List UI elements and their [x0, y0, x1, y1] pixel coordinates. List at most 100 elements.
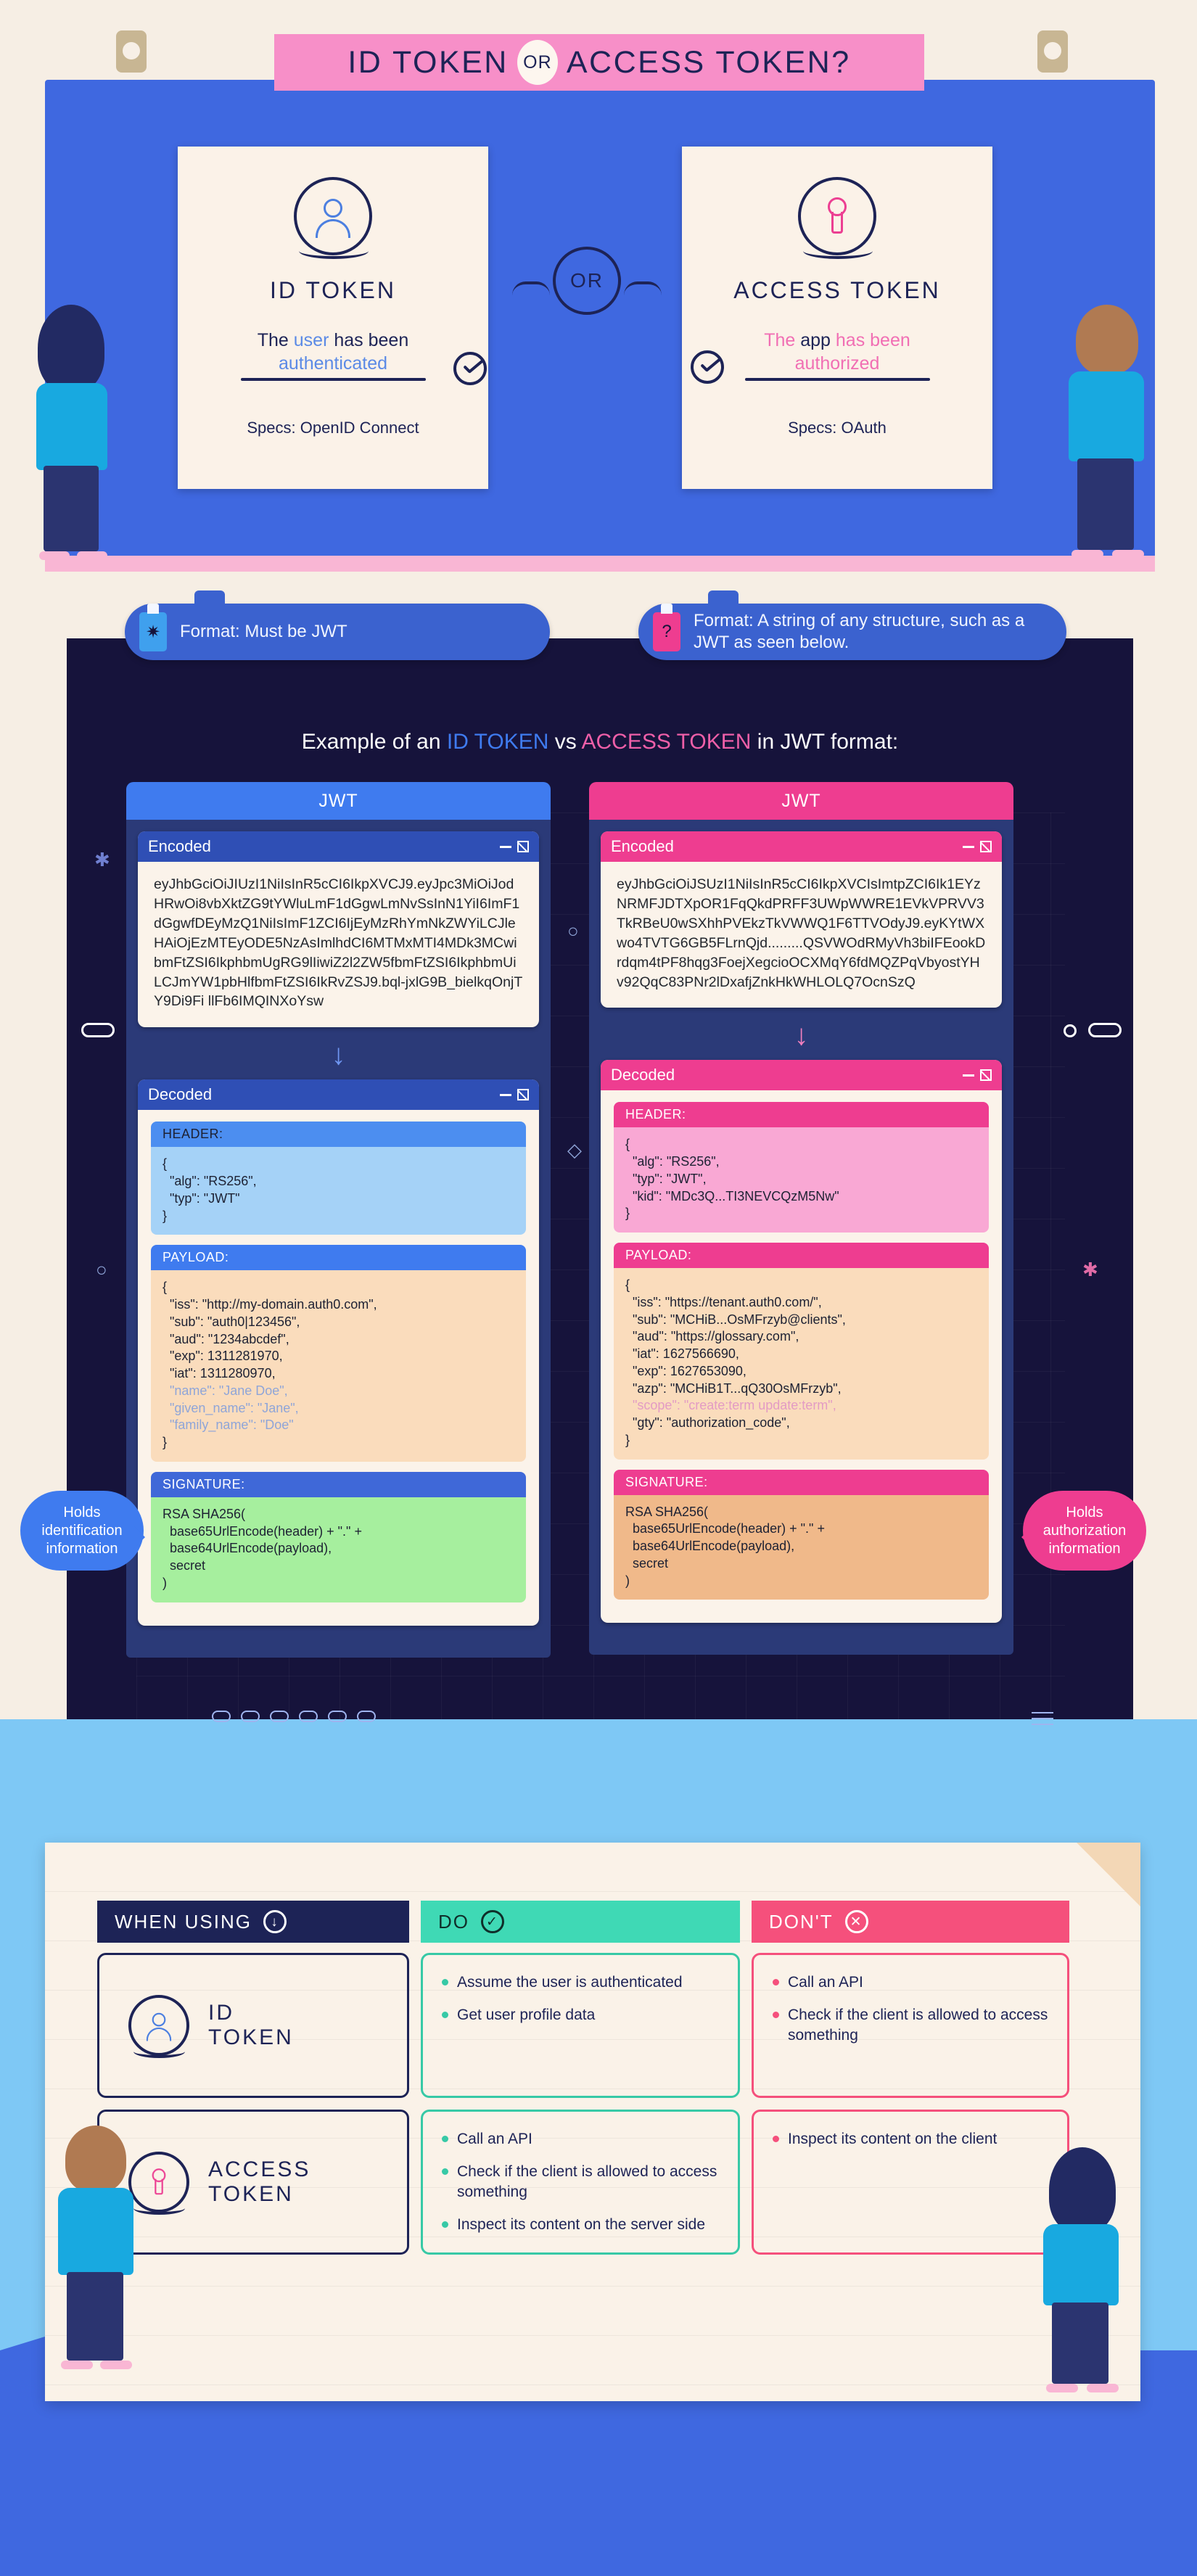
payload-body-right: { "iss": "https://tenant.auth0.com/", "s…	[614, 1268, 989, 1460]
signature-label-right: SIGNATURE:	[614, 1469, 989, 1495]
window-controls[interactable]	[500, 1089, 529, 1101]
id-token-specs: Specs: OpenID Connect	[247, 419, 419, 437]
page-title: ID TOKEN OR ACCESS TOKEN?	[347, 40, 850, 85]
when-using-label: WHEN USING	[115, 1910, 252, 1933]
id-claim-p4: authenticated	[278, 353, 388, 374]
payload-end-left: }	[163, 1435, 168, 1450]
usage-table-headers: WHEN USING ↓ DO ✓ DON'T ✕	[97, 1901, 1069, 1943]
illustration-person-bottom-right	[1030, 2147, 1146, 2392]
circle-deco-icon: ○	[96, 1259, 107, 1280]
or-arrow-left-icon	[512, 281, 550, 309]
decoded-window-titlebar-left: Decoded	[138, 1079, 539, 1111]
jwt-section-heading: Example of an ID TOKEN vs ACCESS TOKEN i…	[67, 730, 1133, 754]
payload-muted-right: "scope": "create:term update:term",	[633, 1398, 836, 1413]
row-dont-id: Call an API Check if the client is allow…	[752, 1953, 1069, 2098]
decoded-window-left: Decoded HEADER: { "alg": "RS256", "typ":…	[138, 1079, 539, 1626]
encoded-title-left: Encoded	[148, 837, 211, 855]
person-icon	[294, 177, 372, 259]
check-icon	[691, 350, 724, 384]
person-icon	[128, 1995, 189, 2058]
header-section-right: HEADER: { "alg": "RS256", "typ": "JWT", …	[614, 1102, 989, 1233]
heading-access-token: ACCESS TOKEN	[581, 730, 752, 754]
payload-muted-left: "name": "Jane Doe", "given_name": "Jane"…	[170, 1383, 299, 1433]
asterisk-deco-icon: ✱	[1082, 1259, 1098, 1280]
heading-id-token: ID TOKEN	[446, 730, 549, 754]
bullet-dot	[442, 2168, 448, 2176]
signature-label-left: SIGNATURE:	[151, 1471, 526, 1497]
decoded-content-right: HEADER: { "alg": "RS256", "typ": "JWT", …	[601, 1090, 1002, 1623]
question-pink-icon: ?	[653, 604, 680, 651]
illustration-person-right	[1056, 305, 1164, 566]
usage-table-rows: ID TOKEN Assume the user is authenticate…	[97, 1953, 1069, 2266]
id-claim-p2: user	[293, 330, 329, 350]
header-label-right: HEADER:	[614, 1102, 989, 1128]
jwt-tab-left: JWT	[126, 782, 551, 820]
jwt-example-section: Example of an ID TOKEN vs ACCESS TOKEN i…	[67, 638, 1133, 1843]
ac-claim-p4: authorized	[794, 353, 880, 374]
bullet-dot	[442, 2012, 448, 2019]
window-controls[interactable]	[963, 1069, 992, 1082]
row-do-id: Assume the user is authenticated Get use…	[421, 1953, 740, 2098]
pill-deco	[1088, 1023, 1122, 1037]
arrow-down-circle-icon: ↓	[263, 1910, 287, 1933]
format-bubble-access-token: ? Format: A string of any structure, suc…	[638, 590, 1066, 660]
do-item-text: Call an API	[457, 2131, 532, 2147]
page-title-left: ID TOKEN	[347, 44, 509, 80]
access-token-claim: The app has been authorized	[682, 329, 992, 384]
title-or-badge: OR	[517, 40, 558, 85]
heading-vs: vs	[548, 730, 582, 754]
row-token-id-line1: ID	[208, 2000, 234, 2025]
encoded-window-left: Encoded eyJhbGciOiJIUzI1NiIsInR5cCI6IkpX…	[138, 831, 539, 1028]
id-token-jwt-column: JWT Encoded eyJhbGciOiJIUzI1NiIsInR5cCI6…	[126, 782, 551, 1658]
window-controls[interactable]	[963, 841, 992, 852]
header-label-left: HEADER:	[151, 1122, 526, 1148]
dont-item-text: Check if the client is allowed to access…	[788, 2007, 1048, 2044]
page-title-right: ACCESS TOKEN?	[566, 44, 851, 80]
do-item-text: Assume the user is authenticated	[457, 1974, 683, 1991]
check-circle-icon: ✓	[481, 1910, 504, 1933]
list-item: Get user profile data	[442, 2005, 719, 2025]
x-circle-icon: ✕	[844, 1910, 868, 1933]
list-item: Inspect its content on the server side	[442, 2215, 719, 2234]
row-token-id: ID TOKEN	[97, 1953, 409, 2098]
row-token-access-label: ACCESS TOKEN	[208, 2157, 310, 2207]
bullet-dot	[442, 2221, 448, 2228]
id-claim-underline	[240, 378, 426, 381]
do-item-text: Get user profile data	[457, 2007, 596, 2024]
bullet-dot	[442, 2136, 448, 2142]
payload-label-left: PAYLOAD:	[151, 1245, 526, 1271]
or-arrow-right-icon	[624, 281, 662, 309]
keyhole-icon	[798, 177, 876, 259]
window-controls[interactable]	[500, 841, 529, 852]
id-token-card-title: ID TOKEN	[270, 277, 396, 303]
encoded-window-titlebar-right: Encoded	[601, 831, 1002, 862]
encoded-window-titlebar-left: Encoded	[138, 831, 539, 862]
dont-item-text: Call an API	[788, 1974, 863, 1991]
page-title-banner: ID TOKEN OR ACCESS TOKEN?	[274, 34, 924, 91]
list-item: Check if the client is allowed to access…	[442, 2162, 719, 2202]
arrow-down-icon: ↓	[794, 1019, 809, 1052]
battery-blue-icon: ✷	[139, 604, 167, 651]
table-row: ID TOKEN Assume the user is authenticate…	[97, 1953, 1069, 2098]
row-token-access: ACCESS TOKEN	[97, 2110, 409, 2255]
bullet-dot	[773, 2012, 779, 2019]
column-header-do: DO ✓	[421, 1901, 740, 1943]
id-claim-p1: The	[257, 330, 294, 350]
do-item-text: Check if the client is allowed to access…	[457, 2163, 717, 2200]
bullet-dot	[773, 1979, 779, 1986]
or-divider: OR	[553, 247, 621, 315]
payload-section-left: PAYLOAD: { "iss": "http://my-domain.auth…	[151, 1245, 526, 1462]
header-body-left: { "alg": "RS256", "typ": "JWT" }	[151, 1147, 526, 1235]
decoded-content-left: HEADER: { "alg": "RS256", "typ": "JWT" }…	[138, 1110, 539, 1625]
list-item: Check if the client is allowed to access…	[773, 2005, 1048, 2045]
encoded-token-right: eyJhbGciOiJSUzI1NiIsInR5cCI6IkpXVCIsImtp…	[617, 876, 986, 990]
paper-clip-right-icon	[1037, 30, 1068, 73]
jwt-tab-right: JWT	[589, 782, 1013, 820]
pill-deco	[81, 1023, 115, 1037]
check-icon	[453, 352, 487, 385]
payload-label-right: PAYLOAD:	[614, 1243, 989, 1269]
table-row: ACCESS TOKEN Call an API Check if the cl…	[97, 2110, 1069, 2255]
id-token-claim: The user has been authenticated	[178, 329, 488, 385]
payload-body-left: { "iss": "http://my-domain.auth0.com", "…	[151, 1270, 526, 1462]
